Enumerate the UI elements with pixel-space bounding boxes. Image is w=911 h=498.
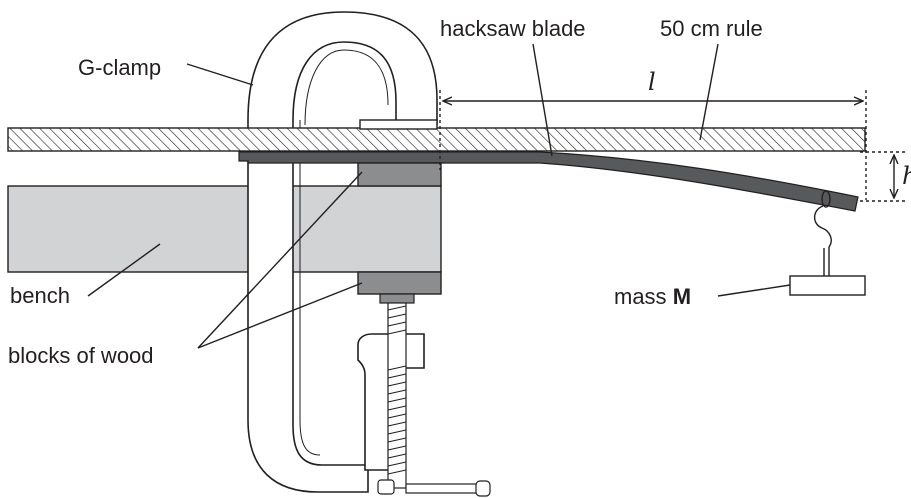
bench-leader [87, 243, 161, 297]
blade-leader [532, 43, 553, 157]
clamp-handle [377, 479, 491, 497]
screw-pad [379, 293, 415, 304]
mass-prefix: mass [614, 284, 673, 309]
mass-leader [717, 284, 791, 297]
mass-symbol: M [673, 284, 691, 309]
deflection-symbol: h [902, 162, 911, 190]
wood-block-upper [357, 162, 442, 187]
rule-leader [699, 43, 719, 141]
clamp-screw [387, 302, 407, 489]
blocks-leader-lower [197, 282, 363, 349]
bench-label: bench [10, 283, 70, 308]
g-clamp-highlight [304, 49, 389, 126]
g-clamp-leader [186, 63, 254, 86]
bench [7, 185, 442, 273]
blocks-label: blocks of wood [8, 343, 154, 368]
hacksaw-blade [238, 151, 859, 212]
mass-block [789, 275, 866, 296]
g-clamp-frame [247, 11, 438, 493]
metre-rule [7, 127, 866, 152]
g-clamp-inner-line [299, 120, 321, 456]
rule-label: 50 cm rule [660, 16, 763, 41]
mass-hanger [813, 190, 832, 276]
hacksaw-blade-label: hacksaw blade [440, 16, 586, 41]
mass-label: mass M [614, 284, 691, 309]
g-clamp-label: G-clamp [78, 55, 161, 80]
blocks-leader-upper [197, 171, 363, 349]
wood-block-lower [357, 271, 442, 295]
clamp-pad-top [359, 119, 438, 130]
length-symbol: l [648, 68, 656, 96]
